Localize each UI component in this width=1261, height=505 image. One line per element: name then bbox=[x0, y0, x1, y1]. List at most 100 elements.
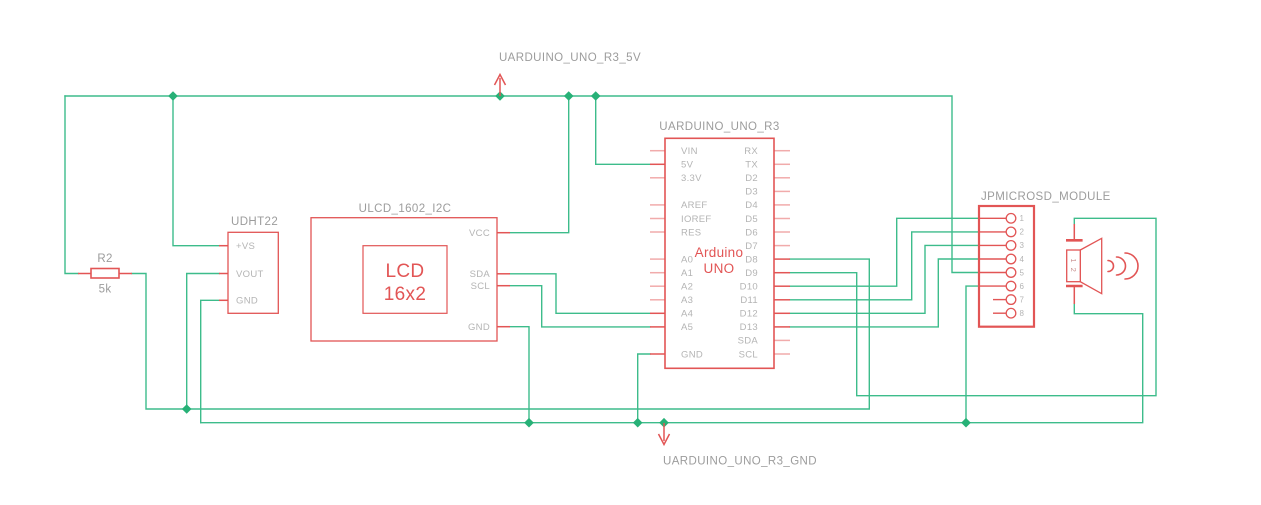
resistor-ref: R2 bbox=[97, 253, 112, 265]
pin-number: 1 bbox=[1020, 214, 1025, 223]
resistor-body bbox=[90, 267, 120, 279]
microsd-body bbox=[977, 204, 1036, 328]
pin-number: 4 bbox=[1020, 255, 1025, 264]
pin-label: SCL bbox=[739, 349, 758, 360]
net-d8-pullup[interactable] bbox=[131, 258, 870, 410]
pin-label: SDA bbox=[470, 269, 491, 280]
pin-label: VIN bbox=[681, 146, 698, 157]
pin-number: 6 bbox=[1020, 282, 1025, 291]
net-d11-sd2[interactable] bbox=[789, 231, 980, 301]
pin-label: GND bbox=[681, 349, 703, 360]
net-dht-vout-branch[interactable] bbox=[185, 272, 220, 410]
junction-dot bbox=[961, 417, 971, 428]
net-5v-lcd-vcc[interactable] bbox=[509, 95, 570, 234]
pin-label: 3.3V bbox=[681, 173, 702, 184]
pin-label: A4 bbox=[681, 309, 693, 320]
net-d13-sd4[interactable] bbox=[789, 258, 980, 328]
component-arduino-uno[interactable]: UARDUINO_UNO_R3VIN5V3.3VAREFIOREFRESA0A1… bbox=[650, 121, 790, 370]
pin-label: D4 bbox=[745, 200, 758, 211]
net-5v-arduino[interactable] bbox=[595, 95, 651, 166]
pin-label: RES bbox=[681, 227, 701, 238]
net-lcd-sda-a4[interactable] bbox=[509, 273, 651, 314]
net-gnd-rail[interactable] bbox=[199, 303, 1144, 424]
pin-label: 5V bbox=[681, 160, 694, 171]
junction-dot bbox=[563, 91, 574, 101]
pin-label: A3 bbox=[681, 295, 693, 306]
speaker-body bbox=[1066, 249, 1081, 283]
pin-label: GND bbox=[468, 322, 490, 333]
pin-label: D8 bbox=[745, 254, 758, 265]
net-5v-rail[interactable] bbox=[64, 95, 980, 274]
pin-label: D9 bbox=[745, 268, 758, 279]
sound-waves-icon bbox=[1107, 259, 1115, 273]
pin-label: GND bbox=[236, 296, 258, 307]
pin-circle bbox=[1005, 239, 1017, 251]
pin-circle bbox=[1005, 294, 1017, 306]
pin-label: D10 bbox=[740, 282, 758, 293]
pin-label: D6 bbox=[745, 227, 758, 238]
speaker-terminal-numbers: 1 2 bbox=[1069, 258, 1078, 273]
sound-waves-icon bbox=[1124, 252, 1139, 280]
flag-label: UARDUINO_UNO_R3_5V bbox=[499, 52, 641, 64]
junctions-layer bbox=[168, 91, 971, 428]
net-gnd-arduino[interactable] bbox=[637, 353, 651, 424]
gnd-flag[interactable]: UARDUINO_UNO_R3_GND bbox=[657, 423, 817, 468]
junction-dot bbox=[168, 91, 178, 101]
pin-number: 7 bbox=[1020, 295, 1025, 304]
arduino-body bbox=[664, 137, 775, 370]
pin-label: +VS bbox=[236, 241, 255, 252]
pin-label: A0 bbox=[681, 254, 693, 265]
net-lcd-scl-a5[interactable] bbox=[509, 285, 651, 328]
lcd-title: ULCD_1602_I2C bbox=[359, 203, 452, 215]
pin-number: 8 bbox=[1020, 309, 1025, 318]
lcd-display-text: 16x2 bbox=[384, 284, 426, 305]
pin-circle bbox=[1005, 307, 1017, 319]
net-d12-sd3[interactable] bbox=[789, 244, 980, 314]
pin-circle bbox=[1005, 226, 1017, 238]
pin-number: 2 bbox=[1020, 228, 1025, 237]
flag-label: UARDUINO_UNO_R3_GND bbox=[663, 456, 817, 468]
dht22-title: UDHT22 bbox=[231, 216, 278, 228]
pin-label: A2 bbox=[681, 282, 693, 293]
arduino-name: UNO bbox=[704, 261, 735, 276]
net-sd6-gnd[interactable] bbox=[965, 285, 980, 424]
pin-circle bbox=[1005, 267, 1017, 278]
pin-label: VOUT bbox=[236, 269, 264, 280]
net-d9-speaker[interactable] bbox=[789, 217, 1157, 397]
net-gnd-lcd[interactable] bbox=[509, 326, 530, 424]
component-resistor-r2[interactable]: R2 5k bbox=[78, 253, 132, 296]
pin-label: RX bbox=[744, 146, 758, 157]
5v-flag[interactable]: UARDUINO_UNO_R3_5V bbox=[493, 52, 642, 96]
lcd-display-text: LCD bbox=[386, 261, 425, 282]
component-speaker[interactable]: 1 2 bbox=[1066, 224, 1139, 304]
pin-label: D11 bbox=[740, 295, 758, 306]
pin-label: SDA bbox=[738, 336, 759, 347]
net-gnd-dht[interactable] bbox=[199, 299, 220, 424]
junction-dot bbox=[524, 417, 534, 428]
pin-number: 3 bbox=[1020, 241, 1025, 250]
pin-label: SCL bbox=[471, 281, 490, 292]
pin-label: AREF bbox=[681, 200, 708, 211]
pin-label: D2 bbox=[745, 173, 758, 184]
pin-label: A1 bbox=[681, 268, 693, 279]
speaker-horn bbox=[1079, 237, 1103, 295]
net-5v-dht-vs[interactable] bbox=[172, 95, 220, 247]
dht22-body bbox=[227, 231, 279, 314]
junction-dot bbox=[590, 91, 601, 101]
junction-dot bbox=[632, 417, 643, 428]
pin-label: D7 bbox=[745, 241, 758, 252]
sound-waves-icon bbox=[1115, 256, 1127, 276]
component-dht22[interactable]: UDHT22 +VS VOUT GND bbox=[219, 216, 279, 314]
pin-circle bbox=[1005, 280, 1017, 292]
pin-circle bbox=[1005, 212, 1017, 224]
junction-dot bbox=[659, 417, 669, 428]
junction-dot bbox=[181, 404, 192, 414]
net-5v-left-branch[interactable] bbox=[64, 95, 79, 275]
net-d10-sd1[interactable] bbox=[789, 217, 980, 287]
pin-label: VCC bbox=[469, 228, 490, 239]
resistor-value: 5k bbox=[99, 284, 112, 296]
